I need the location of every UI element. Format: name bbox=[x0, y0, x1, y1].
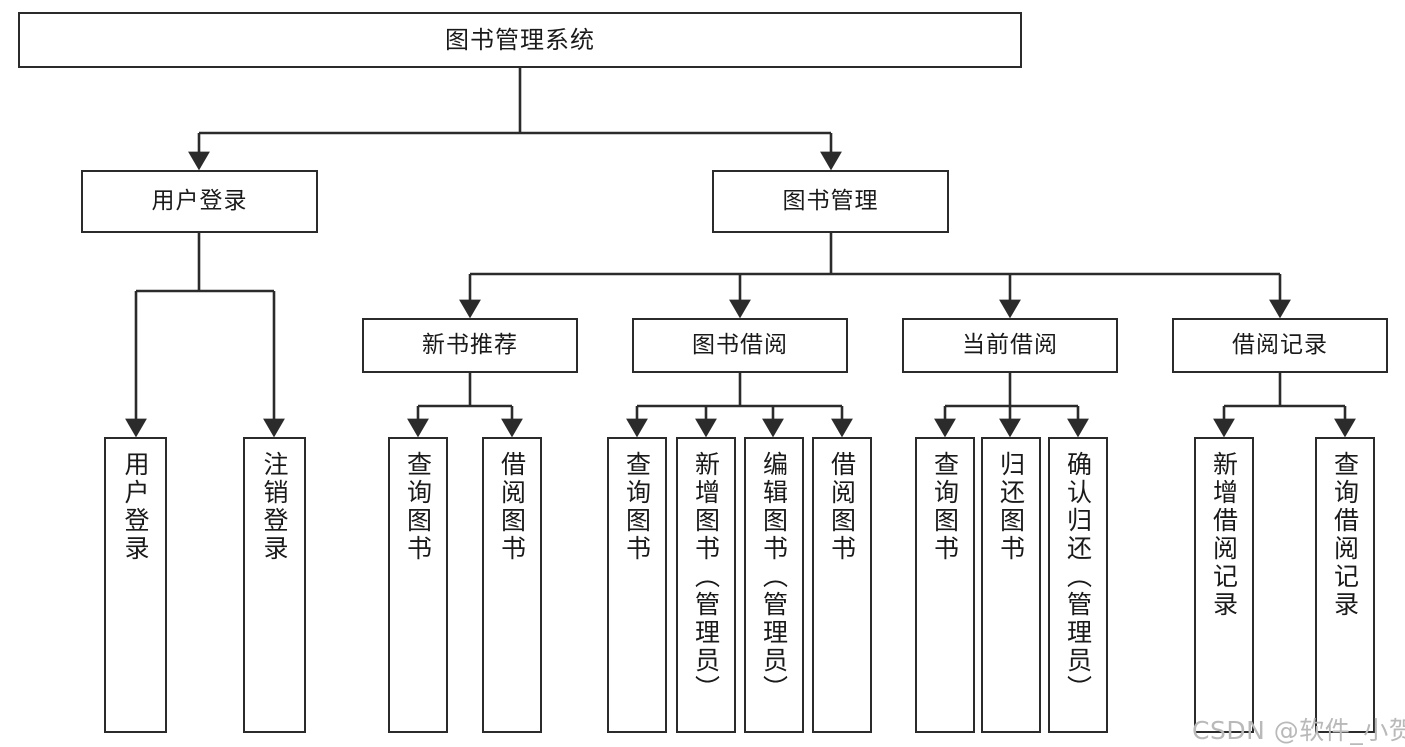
node-label: 用户登录 bbox=[121, 451, 150, 563]
node-book-borrow[interactable]: 图书借阅 bbox=[632, 318, 848, 373]
node-label: 查询图书 bbox=[622, 451, 652, 563]
node-new-book-recommend[interactable]: 新书推荐 bbox=[362, 318, 578, 373]
node-label: 图书借阅 bbox=[692, 331, 788, 358]
node-label: 确认归还（管理员） bbox=[1063, 451, 1093, 703]
node-label: 新书推荐 bbox=[422, 331, 518, 358]
leaf-add-book[interactable]: 新增图书（管理员） bbox=[676, 437, 736, 733]
leaf-borrow-book-2[interactable]: 借阅图书 bbox=[812, 437, 872, 733]
node-label: 借阅图书 bbox=[827, 451, 857, 563]
leaf-query-record[interactable]: 查询借阅记录 bbox=[1315, 437, 1375, 733]
leaf-return-book[interactable]: 归还图书 bbox=[981, 437, 1041, 733]
leaf-edit-book[interactable]: 编辑图书（管理员） bbox=[744, 437, 804, 733]
node-book-manage[interactable]: 图书管理 bbox=[712, 170, 949, 233]
node-label: 查询借阅记录 bbox=[1330, 451, 1360, 619]
leaf-query-book-1[interactable]: 查询图书 bbox=[388, 437, 448, 733]
node-label: 当前借阅 bbox=[962, 331, 1058, 358]
node-label: 注销登录 bbox=[260, 451, 289, 563]
leaf-query-book-3[interactable]: 查询图书 bbox=[915, 437, 975, 733]
node-label: 新增图书（管理员） bbox=[691, 451, 721, 703]
node-label: 编辑图书（管理员） bbox=[759, 451, 789, 703]
node-label: 借阅记录 bbox=[1232, 331, 1328, 358]
node-borrow-record[interactable]: 借阅记录 bbox=[1172, 318, 1388, 373]
leaf-add-record[interactable]: 新增借阅记录 bbox=[1194, 437, 1254, 733]
leaf-confirm-return[interactable]: 确认归还（管理员） bbox=[1048, 437, 1108, 733]
leaf-user-login[interactable]: 用户登录 bbox=[104, 437, 167, 733]
node-label: 查询图书 bbox=[403, 451, 433, 563]
leaf-query-book-2[interactable]: 查询图书 bbox=[607, 437, 667, 733]
leaf-logout[interactable]: 注销登录 bbox=[243, 437, 306, 733]
node-label: 查询图书 bbox=[930, 451, 960, 563]
node-user-login[interactable]: 用户登录 bbox=[81, 170, 318, 233]
node-current-borrow[interactable]: 当前借阅 bbox=[902, 318, 1118, 373]
node-label: 图书管理系统 bbox=[445, 25, 595, 54]
node-label: 新增借阅记录 bbox=[1209, 451, 1239, 619]
node-label: 用户登录 bbox=[151, 187, 248, 214]
node-label: 图书管理 bbox=[782, 187, 879, 214]
node-label: 借阅图书 bbox=[497, 451, 527, 563]
leaf-borrow-book-1[interactable]: 借阅图书 bbox=[482, 437, 542, 733]
watermark-text: CSDN @软件_小贺同学 bbox=[1192, 716, 1405, 745]
node-label: 归还图书 bbox=[996, 451, 1026, 563]
node-root-system[interactable]: 图书管理系统 bbox=[18, 12, 1022, 68]
